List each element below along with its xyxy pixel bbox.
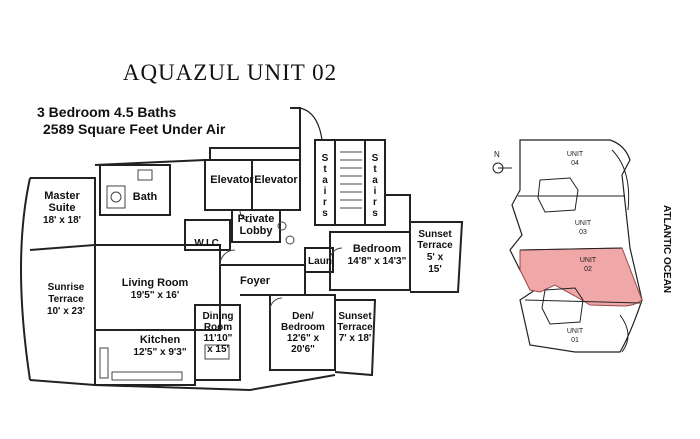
master-suite-label-2: Suite [49, 202, 76, 214]
bedroom-size: 14'8" x 14'3" [348, 256, 407, 267]
den-bedroom-walls [269, 294, 336, 371]
key-plan: N UNIT 04 UNIT [492, 139, 672, 353]
kitchen-size: 12'5" x 9'3" [133, 347, 186, 358]
unit-04-label: UNIT [567, 151, 584, 158]
den-bedroom-label-2: Bedroom [281, 322, 325, 333]
sunset-terrace-bottom-label-2: Terrace [337, 322, 373, 333]
plan-title: AQUAZUL UNIT 02 [122, 60, 338, 85]
foyer-label: Foyer [240, 275, 271, 287]
north-letter: N [494, 150, 500, 159]
bathtub-icon [106, 185, 126, 209]
unit-04-number: 04 [571, 160, 579, 167]
wic-label: W.I.C. [194, 238, 221, 249]
powder-toilet-icon [277, 221, 287, 231]
unit-03-label: UNIT [575, 220, 592, 227]
unit-01-label: UNIT [567, 328, 584, 335]
bedroom-bath-summary: 3 Bedroom 4.5 Baths [37, 104, 177, 120]
service-corridor-wall [290, 107, 301, 148]
sunset-terrace-bottom-size: 7' x 18' [339, 333, 372, 344]
living-room-size: 19'5" x 16' [131, 290, 179, 301]
building-outline [509, 139, 643, 353]
unit-01-number: 01 [571, 337, 579, 344]
square-feet-summary: 2589 Square Feet Under Air [43, 121, 226, 137]
dining-room-size-2: x 15' [207, 344, 229, 355]
room-labels: Master Suite 18' x 18' Bath Elevator Ele… [43, 153, 453, 358]
unit-02-number: 02 [584, 266, 592, 273]
elevator-left-label: Elevator [210, 174, 254, 186]
kitchen-label: Kitchen [140, 334, 181, 346]
bath-walls [99, 164, 171, 216]
den-bedroom-size: 12'6" x [287, 333, 320, 344]
master-suite-walls [29, 177, 96, 251]
private-lobby-label-2: Lobby [240, 225, 274, 237]
stair-treads [340, 151, 362, 209]
sunset-terrace-bottom-label: Sunset [338, 311, 372, 322]
door-arc [239, 209, 253, 223]
sunrise-terrace-label: Sunrise [48, 282, 85, 293]
bedroom-walls [329, 231, 411, 291]
den-bedroom-label: Den/ [292, 311, 314, 322]
unit-divider [519, 247, 623, 251]
stairs-left-letter: i [324, 186, 327, 197]
west-terrace-bottom-wall [29, 379, 96, 386]
elevator-right-label: Elevator [254, 174, 298, 186]
unit-02-highlight[interactable] [519, 247, 643, 307]
west-facade-curve [20, 177, 31, 381]
stairs-left-letter: a [322, 175, 328, 186]
bath-label: Bath [133, 191, 158, 203]
master-suite-size: 18' x 18' [43, 215, 81, 226]
private-lobby-walls [231, 209, 281, 243]
sunset-terrace-top-walls [410, 221, 464, 293]
private-lobby-label: Private [238, 213, 275, 225]
core-shape-lower [541, 287, 584, 325]
vanity-icon [137, 169, 153, 181]
stairs-left-letter: S [322, 153, 329, 164]
core-shape-upper [537, 177, 579, 213]
laundry-label: Laun [308, 256, 332, 267]
dining-room-label: Dining [202, 311, 233, 322]
sunset-terrace-top-size: 5' x [427, 252, 444, 263]
atlantic-ocean-label: ATLANTIC OCEAN [661, 205, 672, 293]
south-wall [94, 374, 336, 392]
master-suite-label: Master [44, 190, 80, 202]
sunset-terrace-top-size-2: 15' [428, 264, 442, 275]
stairs-right-letter: s [372, 208, 378, 219]
dining-room-walls [194, 304, 241, 381]
north-arrow: N [492, 150, 512, 174]
sunset-terrace-top-label: Sunset [418, 229, 452, 240]
elevator-shaft-top [209, 147, 301, 160]
wic-walls [184, 219, 231, 251]
stairs-left-letter: s [322, 208, 328, 219]
stairs-left-letter: r [323, 197, 327, 208]
unit-03-number: 03 [579, 229, 587, 236]
sunrise-terrace-label-2: Terrace [48, 294, 84, 305]
dining-table-icon [204, 344, 230, 360]
sunrise-terrace-size: 10' x 23' [47, 306, 85, 317]
unit-02-label: UNIT [580, 257, 597, 264]
stairs-right-letter: t [373, 164, 377, 175]
door-arc [269, 297, 283, 311]
dining-room-label-2: Room [204, 322, 232, 333]
den-bedroom-size-2: 20'6" [291, 344, 315, 355]
stairs-left-letter: t [323, 164, 327, 175]
laundry-walls [304, 247, 334, 273]
sunset-terrace-top-label-2: Terrace [417, 240, 453, 251]
stairs-right-letter: a [372, 175, 378, 186]
living-room-label: Living Room [122, 277, 189, 289]
stairwell-walls [314, 139, 386, 226]
stairs-right-letter: i [374, 186, 377, 197]
bedroom-label: Bedroom [353, 243, 402, 255]
stairs-right-letter: r [373, 197, 377, 208]
stairs-right-letter: S [372, 153, 379, 164]
dining-room-size: 11'10" [204, 333, 233, 344]
door-arc [219, 249, 236, 266]
sunset-terrace-bottom-walls [334, 299, 377, 377]
kitchen-counter-icon [99, 347, 109, 379]
door-arc [329, 247, 343, 261]
